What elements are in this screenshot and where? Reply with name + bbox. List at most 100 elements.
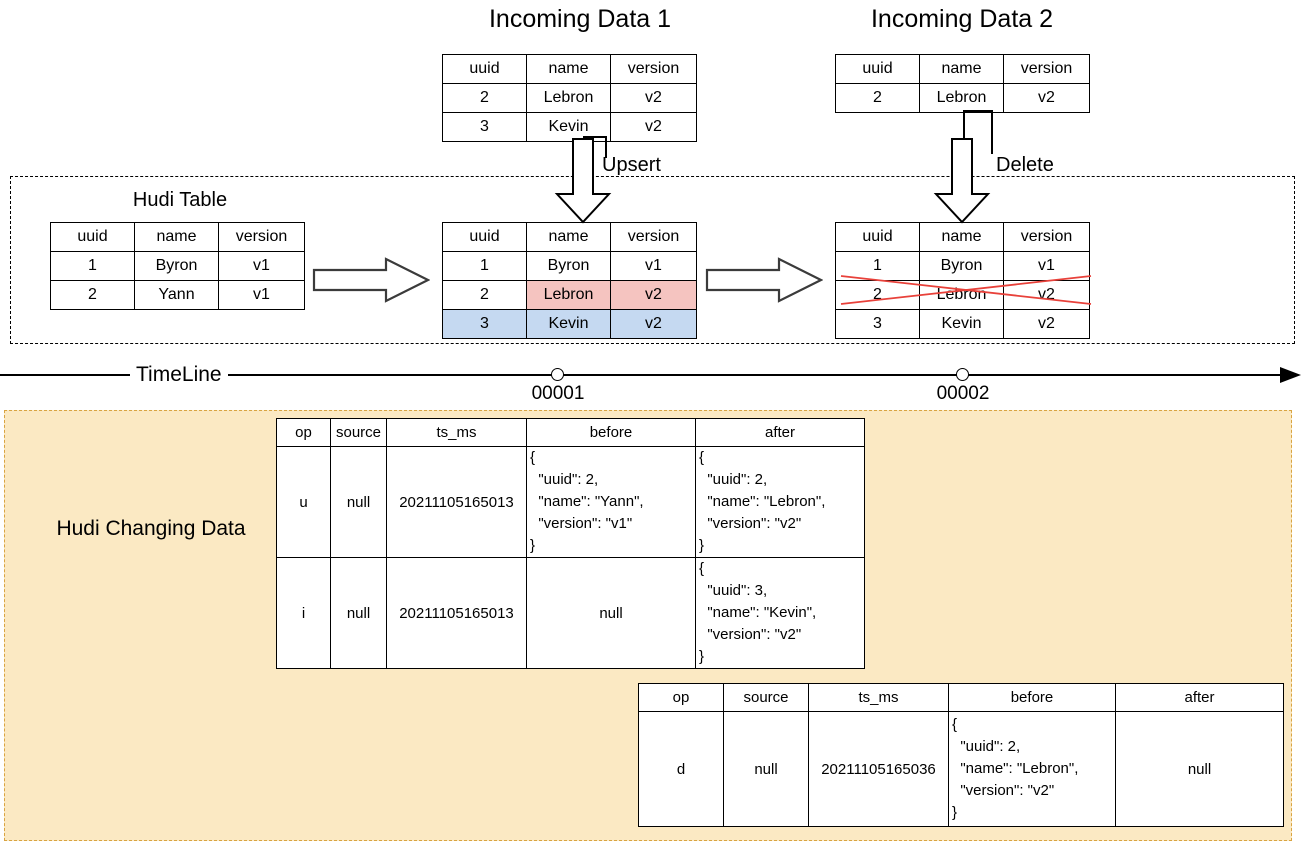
cell-version: v1: [610, 251, 697, 281]
incoming-data-2-table: uuid name version 2 Lebron v2: [835, 54, 1090, 113]
upsert-label-stem: [605, 136, 607, 158]
column-header-uuid: uuid: [835, 54, 920, 84]
table-header-row: op source ts_ms before after: [276, 418, 865, 447]
column-header-name: name: [919, 54, 1004, 84]
cell-source: null: [723, 711, 809, 827]
timeline-arrowhead-icon: [1280, 367, 1301, 383]
column-header-op: op: [276, 418, 331, 447]
cell-after: { "uuid": 3, "name": "Kevin", "version":…: [695, 557, 865, 669]
column-header-uuid: uuid: [442, 222, 527, 252]
table-header-row: uuid name version: [442, 54, 697, 84]
cell-name: Kevin: [526, 309, 611, 339]
table-header-row: uuid name version: [835, 222, 1090, 252]
column-header-source: source: [330, 418, 387, 447]
cell-before: null: [526, 557, 696, 669]
json-after: { "uuid": 2, "name": "Lebron", "version"…: [699, 449, 826, 554]
table-header-row: uuid name version: [835, 54, 1090, 84]
cell-uuid: 2: [442, 83, 527, 113]
table-row: 3 Kevin v2: [835, 309, 1090, 339]
cell-uuid: 1: [50, 251, 135, 281]
hudi-table-label: Hudi Table: [132, 189, 228, 211]
table-row: 2 Lebron v2: [442, 83, 697, 113]
cell-name: Lebron: [919, 280, 1004, 310]
cell-name: Byron: [134, 251, 219, 281]
column-header-before: before: [948, 683, 1116, 712]
column-header-ts-ms: ts_ms: [386, 418, 527, 447]
cell-version: v1: [218, 280, 305, 310]
cell-version: v1: [1003, 251, 1090, 281]
json-before: { "uuid": 2, "name": "Lebron", "version"…: [952, 716, 1079, 821]
incoming-data-1-title: Incoming Data 1: [488, 5, 672, 33]
cell-name: Byron: [919, 251, 1004, 281]
timeline-commit-label: 00001: [531, 383, 585, 404]
column-header-name: name: [526, 54, 611, 84]
column-header-uuid: uuid: [835, 222, 920, 252]
column-header-version: version: [610, 54, 697, 84]
table-row: i null 20211105165013 null { "uuid": 3, …: [276, 557, 865, 669]
column-header-version: version: [1003, 54, 1090, 84]
cell-uuid: 1: [442, 251, 527, 281]
cell-ts-ms: 20211105165013: [386, 446, 527, 558]
cell-op: d: [638, 711, 724, 827]
cell-name: Lebron: [919, 83, 1004, 113]
changelog-table-delete: op source ts_ms before after d null 2021…: [638, 683, 1284, 827]
table-row-inserted: 3 Kevin v2: [442, 309, 697, 339]
cell-name: Lebron: [526, 280, 611, 310]
delete-label-stem: [991, 110, 993, 154]
timeline-axis: [0, 374, 1288, 376]
hudi-table-initial: uuid name version 1 Byron v1 2 Yann v1: [50, 222, 305, 310]
upsert-label: Upsert: [602, 154, 661, 176]
column-header-version: version: [218, 222, 305, 252]
table-row-updated: 2 Lebron v2: [442, 280, 697, 310]
table-row: 1 Byron v1: [50, 251, 305, 281]
cell-uuid: 3: [442, 309, 527, 339]
arrow-right-delete-icon: [705, 257, 823, 303]
column-header-name: name: [134, 222, 219, 252]
delete-label: Delete: [996, 154, 1054, 176]
hudi-changing-data-label: Hudi Changing Data: [56, 517, 246, 540]
cell-after: null: [1115, 711, 1284, 827]
upsert-label-tick: [583, 136, 607, 138]
incoming-data-2-title: Incoming Data 2: [870, 5, 1054, 33]
table-header-row: op source ts_ms before after: [638, 683, 1284, 712]
column-header-after: after: [695, 418, 865, 447]
json-after: { "uuid": 3, "name": "Kevin", "version":…: [699, 560, 817, 665]
table-row: 1 Byron v1: [442, 251, 697, 281]
cell-name: Byron: [526, 251, 611, 281]
column-header-source: source: [723, 683, 809, 712]
cell-name: Yann: [134, 280, 219, 310]
column-header-uuid: uuid: [50, 222, 135, 252]
cell-source: null: [330, 557, 387, 669]
table-row: 2 Yann v1: [50, 280, 305, 310]
timeline-commit-label: 00002: [936, 383, 990, 404]
table-row: 2 Lebron v2: [835, 83, 1090, 113]
column-header-name: name: [919, 222, 1004, 252]
cell-version: v2: [610, 83, 697, 113]
cell-op: u: [276, 446, 331, 558]
cell-source: null: [330, 446, 387, 558]
cell-uuid: 2: [442, 280, 527, 310]
column-header-after: after: [1115, 683, 1284, 712]
changelog-table-upsert: op source ts_ms before after u null 2021…: [276, 418, 865, 669]
table-row: d null 20211105165036 { "uuid": 2, "name…: [638, 711, 1284, 827]
cell-version: v2: [1003, 83, 1090, 113]
cell-ts-ms: 20211105165036: [808, 711, 949, 827]
column-header-version: version: [1003, 222, 1090, 252]
cell-version: v2: [610, 280, 697, 310]
timeline-commit-dot: [956, 368, 969, 381]
cell-version: v2: [610, 112, 697, 142]
cell-after: { "uuid": 2, "name": "Lebron", "version"…: [695, 446, 865, 558]
delete-label-tick: [963, 110, 993, 112]
column-header-version: version: [610, 222, 697, 252]
cell-version: v2: [610, 309, 697, 339]
column-header-before: before: [526, 418, 696, 447]
cell-name: Lebron: [526, 83, 611, 113]
table-row: 3 Kevin v2: [442, 112, 697, 142]
cell-version: v1: [218, 251, 305, 281]
hudi-stage-container: [10, 176, 1295, 344]
cell-uuid: 3: [442, 112, 527, 142]
cell-uuid: 2: [835, 280, 920, 310]
cell-op: i: [276, 557, 331, 669]
cell-before: { "uuid": 2, "name": "Yann", "version": …: [526, 446, 696, 558]
